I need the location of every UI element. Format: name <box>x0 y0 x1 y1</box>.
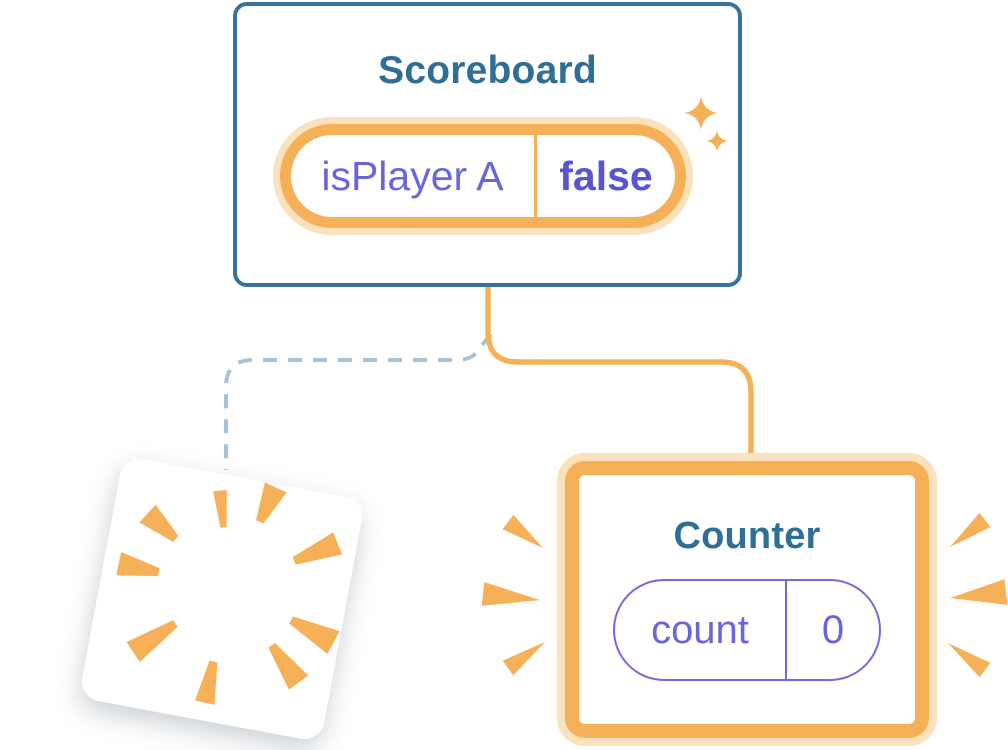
pill-divider <box>534 135 537 217</box>
scoreboard-state-pill: isPlayer A false <box>280 124 686 228</box>
pill-divider <box>785 581 787 679</box>
sparkle-stars-icon <box>684 96 728 152</box>
scoreboard-title: Scoreboard <box>378 49 597 92</box>
impact-sparks-right-icon <box>948 512 1008 678</box>
counter-component-card: Counter count 0 <box>565 461 929 738</box>
state-value-label: false <box>559 152 653 199</box>
counter-title: Counter <box>673 515 821 557</box>
state-name-label: isPlayer A <box>321 152 504 199</box>
parent-child-connector-line <box>485 284 754 462</box>
counter-state-pill: count 0 <box>613 579 881 681</box>
state-value-label: 0 <box>821 607 845 652</box>
explosion-burst-icon <box>116 482 343 705</box>
destroyed-component-card <box>78 455 366 743</box>
removed-component-connector-line <box>224 332 493 470</box>
impact-sparks-left-icon <box>481 514 545 676</box>
state-name-label: count <box>651 607 749 652</box>
